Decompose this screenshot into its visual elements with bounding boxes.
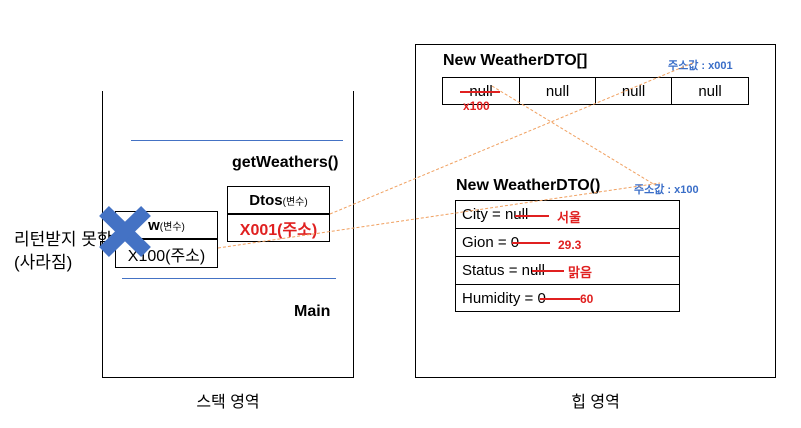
status-new-value: 맑음 — [568, 265, 592, 280]
city-row: City = null — [462, 206, 528, 223]
object-address: 주소값 : x100 — [634, 184, 699, 196]
gion-label: Gion = — [462, 234, 511, 251]
dtos-name: Dtos — [249, 191, 283, 209]
status-strike — [532, 270, 564, 272]
array-cell-1: null — [519, 77, 596, 105]
object-title: New WeatherDTO() — [456, 177, 601, 194]
method-frame-label: getWeathers() — [232, 154, 339, 171]
discarded-x-icon — [99, 205, 151, 258]
w-value: X100(주소) — [127, 247, 206, 265]
w-variable-value: X100(주소) — [115, 239, 218, 268]
array-cell-2-text: null — [621, 82, 646, 100]
array-address: 주소값 : x001 — [668, 60, 733, 72]
gion-strike — [512, 242, 550, 244]
stack-divider-bottom — [122, 278, 336, 279]
dtos-variable-header: Dtos (변수) — [227, 186, 330, 214]
city-new-value: 서울 — [557, 210, 581, 225]
dtos-to-array-pointer — [329, 61, 696, 215]
stack-divider-top — [131, 140, 343, 141]
stack-region — [102, 91, 354, 378]
dtos-variable-value: X001(주소) — [227, 214, 330, 242]
array-cell-3-text: null — [698, 82, 722, 100]
heap-region-label: 힙 영역 — [571, 394, 620, 411]
array-cell-2: null — [595, 77, 672, 105]
gion-new-value: 29.3 — [558, 238, 582, 252]
stack-region-label: 스택 영역 — [196, 394, 260, 411]
humidity-strike — [540, 298, 580, 300]
humidity-new-value: 60 — [580, 292, 594, 306]
array-cell-0-overwrite: x100 — [463, 99, 490, 113]
return-note-line2: (사라짐) — [14, 253, 73, 272]
w-kind: (변수) — [159, 221, 185, 233]
dtos-kind: (변수) — [282, 196, 308, 208]
w-to-object-pointer — [217, 182, 661, 249]
array-cell-1-text: null — [545, 82, 570, 100]
w-name: w — [148, 216, 160, 234]
status-label: Status = — [462, 262, 522, 279]
city-old-value: null — [504, 206, 529, 223]
array-title: New WeatherDTO[] — [443, 52, 588, 69]
array-cell-3: null — [671, 77, 749, 105]
dtos-value: X001(주소) — [239, 222, 318, 239]
object-field-status — [455, 256, 680, 285]
array-cell-0-strike — [460, 91, 500, 93]
city-strike — [515, 215, 549, 217]
return-note-line1: 리턴받지 못함 — [14, 230, 113, 249]
main-frame-label: Main — [294, 303, 331, 320]
humidity-label: Humidity = — [462, 290, 538, 307]
city-label: City = — [462, 206, 505, 223]
heap-region — [415, 44, 776, 378]
array-cell-to-object-pointer — [491, 85, 656, 186]
object-field-city — [455, 200, 680, 229]
